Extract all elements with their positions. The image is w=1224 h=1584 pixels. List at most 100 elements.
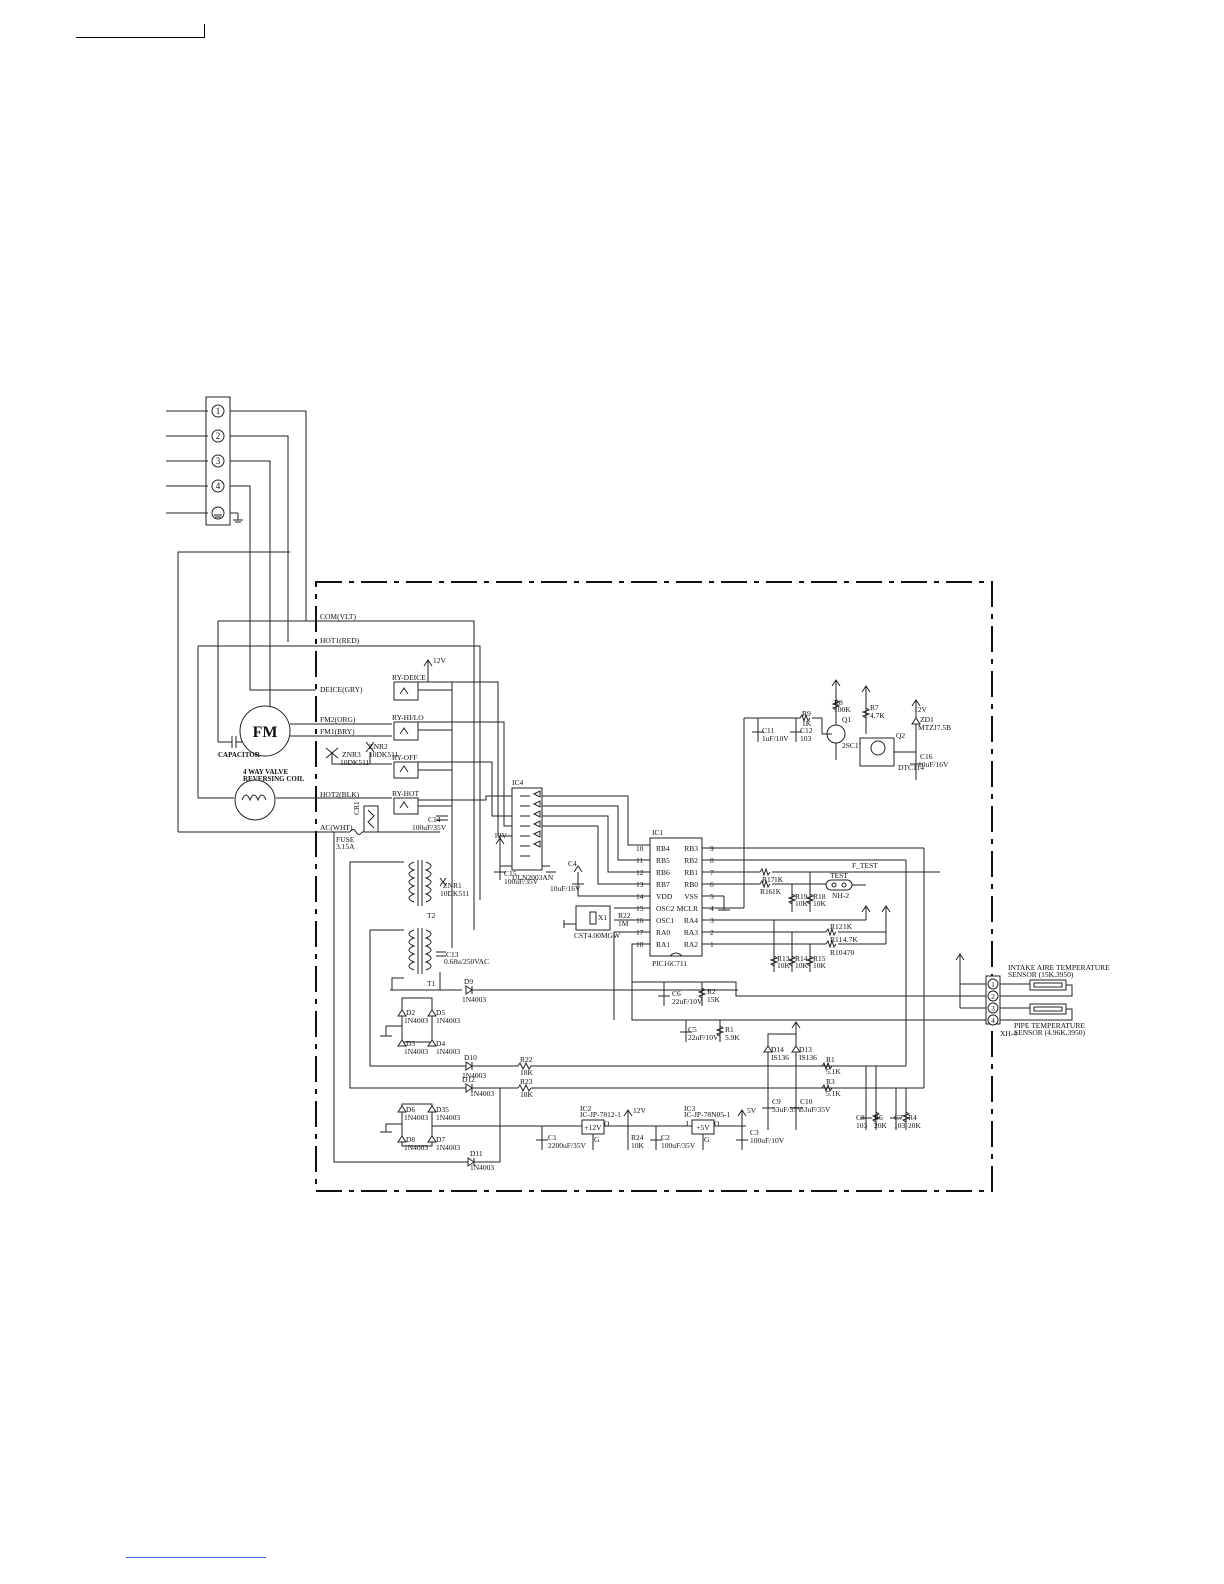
- x1-label: X1: [598, 913, 607, 922]
- relay-deice: RY-DEICE: [392, 673, 426, 701]
- sensor-connector: 1 2 3 4 XH-4: [955, 953, 1017, 1038]
- terminal-pin-2: 2: [216, 431, 221, 441]
- transformer-t2: T2 ZNR1 10DK511: [408, 860, 470, 920]
- regulator-ic2: +12V IC2 IC-JP-7812-1 G O: [580, 1104, 696, 1150]
- znr3-label: ZNR3: [342, 750, 361, 759]
- c8-label: C8: [856, 1113, 865, 1122]
- cr1-label: CR1: [352, 801, 361, 815]
- x1-part: CST4.00MGW: [574, 931, 621, 940]
- r11-value: 4.7K: [843, 935, 858, 944]
- c5-value: 22uF/10V: [688, 1033, 719, 1042]
- r8-value: 100K: [834, 705, 851, 714]
- harness-labels: COM(VLT) HOT1(RED) DEICE(GRY) FM2(ORG) F…: [320, 612, 363, 832]
- d35-part: 1N4003: [436, 1113, 460, 1122]
- ic3-out-pin: O: [714, 1119, 720, 1128]
- ic2-label: IC2: [580, 1104, 592, 1113]
- r7-label: R7: [870, 703, 879, 712]
- relay-hot: RY-HOT: [392, 789, 420, 815]
- wire-label-fm2: FM2(ORG): [320, 715, 356, 724]
- snubber-cr1: CR1: [352, 801, 379, 833]
- r12-value: 1K: [843, 922, 853, 931]
- f-test-label: F_TEST: [852, 861, 878, 870]
- label-5v-bottom: 5V: [747, 1106, 757, 1115]
- intake-sensor-label-2: SENSOR (15K,3950): [1008, 970, 1074, 979]
- harness-wiring: [178, 620, 481, 948]
- fuse-value: 3.15A: [336, 842, 355, 851]
- ic1-pin-name: RB2: [684, 856, 698, 865]
- ic1-pin-name: RA4: [684, 916, 698, 925]
- c16-label: C16: [920, 752, 933, 761]
- t1-label: T1: [427, 979, 436, 988]
- d10-part: 1N4003: [462, 1071, 486, 1080]
- r1-value: 5.1K: [826, 1067, 841, 1076]
- bridge-rectifier-2: D6 1N4003 D35 1N4003 D8 1N4003 D7 1N4003: [380, 1103, 582, 1152]
- r24-value: 10K: [631, 1141, 645, 1150]
- ic1-ra-resistors: R12 1K R11 4.7K R10 470 R13 10K R14 10K …: [769, 905, 891, 972]
- zd1-label: ZD1: [920, 715, 934, 724]
- ic1-pin-number: 10: [636, 844, 644, 853]
- terminal-pin-4: 4: [216, 481, 221, 491]
- d8-part: 1N4003: [404, 1143, 428, 1152]
- wire-label-deice: DEICE(GRY): [320, 685, 363, 694]
- wire-label-com: COM(VLT): [320, 612, 356, 621]
- r10-value: 470: [843, 948, 855, 957]
- c2-label: C2: [661, 1133, 670, 1142]
- q2-part: DTC114: [898, 763, 924, 772]
- r14-value: 10K: [795, 961, 809, 970]
- d10-label: D10: [464, 1053, 477, 1062]
- c10-label: C10: [800, 1097, 813, 1106]
- ic2-out-pin: O: [604, 1119, 610, 1128]
- ic1-pin-number: 13: [636, 880, 644, 889]
- c3-label: C3: [750, 1128, 759, 1137]
- d5-label: D5: [436, 1008, 445, 1017]
- r6-label: R6: [874, 1113, 883, 1122]
- c14-value: 100uF/35V: [412, 823, 447, 832]
- ic3-label: IC3: [684, 1104, 696, 1113]
- r4-value: 20K: [908, 1121, 922, 1130]
- r22-value: 18K: [520, 1068, 534, 1077]
- label-12v-top: 12V: [433, 656, 447, 665]
- pipe-temperature-sensor: PIPE TEMPERATURE SENSOR (4.96K,3950): [1000, 1003, 1086, 1037]
- intake-sensor-label-1: INTAKE AIRE TEMPERATURE: [1008, 963, 1110, 972]
- r12-label: R12: [830, 922, 843, 931]
- intake-air-sensor: INTAKE AIRE TEMPERATURE SENSOR (15K,3950…: [1000, 963, 1110, 997]
- r8-label: R8: [834, 698, 843, 707]
- transformer-t1: T1 C13 0.68u/250VAC: [408, 928, 489, 988]
- c4-value: 10uF/16V: [550, 884, 581, 893]
- r2-value: 15K: [707, 995, 721, 1004]
- d14-label: D14: [771, 1045, 784, 1054]
- ic1-pin-name: RB4: [656, 844, 670, 853]
- c13-label: C13: [446, 950, 459, 959]
- ic3-in-pin: I: [686, 1119, 689, 1128]
- znr1-value: 10DK511: [440, 889, 470, 898]
- q2-label: Q2: [896, 731, 905, 740]
- r14-label: R14: [795, 954, 808, 963]
- d4-part: 1N4003: [436, 1047, 460, 1056]
- ic1-pin-name: OSC2: [656, 904, 675, 913]
- r22b-label: R22: [618, 911, 631, 920]
- relay-hot-label: RY-HOT: [392, 789, 420, 798]
- resistor-r22: R22 18K: [517, 1055, 534, 1077]
- valve-label-line2: REVERSING COIL: [243, 775, 305, 783]
- driver-ic4: IC4 ULN2003AN: [418, 681, 650, 885]
- supply-12v-arrow: 12V: [423, 656, 447, 682]
- ic1-pin-name: RB5: [656, 856, 670, 865]
- transformer-wiring: [333, 832, 501, 1163]
- header-tick: [204, 24, 205, 38]
- r17-value: 1K: [774, 875, 784, 884]
- ic4-part: ULN2003AN: [512, 873, 554, 882]
- d9-part: 1N4003: [462, 995, 486, 1004]
- c8-value: 103: [856, 1121, 868, 1130]
- sensor-pin-1: 1: [991, 980, 995, 989]
- r17-label: R17: [762, 875, 775, 884]
- r9-label: R9: [802, 709, 811, 718]
- d14-part: IS136: [771, 1053, 789, 1062]
- sensor-filter-1: C6 22uF/10V R2 15K: [632, 981, 992, 1006]
- ic1-pin-name: RB1: [684, 868, 698, 877]
- board-outline: [315, 581, 993, 1192]
- r1-label: R1: [826, 1055, 835, 1064]
- capacitor-c15: 12V C15 100uF/35V: [494, 831, 539, 886]
- r15-value: 10K: [813, 961, 827, 970]
- d13-part: IS136: [799, 1053, 817, 1062]
